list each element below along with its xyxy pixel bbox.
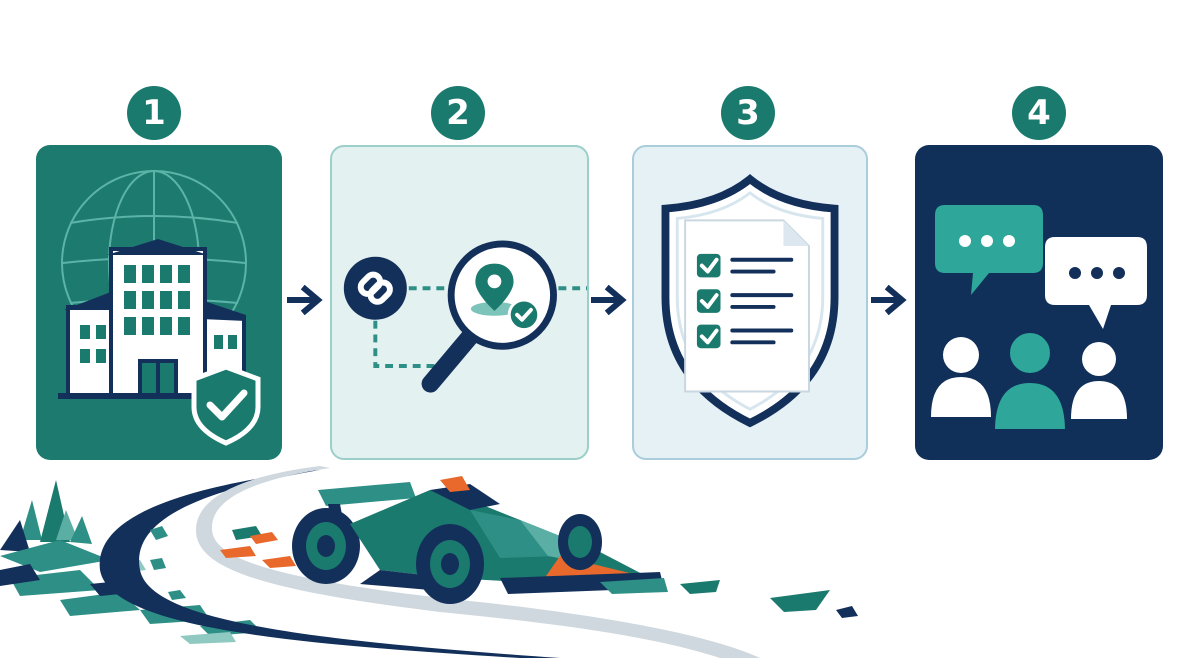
step-3-badge: 3 — [721, 86, 775, 140]
people-chat-icon — [931, 205, 1147, 433]
step-2-badge: 2 — [431, 86, 485, 140]
tree-decoration — [0, 480, 92, 552]
step-4-panel — [915, 145, 1163, 460]
flow-arrow-3 — [871, 280, 911, 320]
step-2-number: 2 — [446, 93, 470, 133]
step-1-number: 1 — [142, 93, 166, 133]
step-1-badge: 1 — [127, 86, 181, 140]
link-search-location-icon — [343, 240, 587, 393]
arrow-right-icon — [871, 284, 907, 316]
step-2-panel — [330, 145, 589, 460]
step-4-badge: 4 — [1012, 86, 1066, 140]
step-3-number: 3 — [736, 93, 760, 133]
step-4-number: 4 — [1027, 93, 1051, 133]
arrow-right-icon — [591, 284, 627, 316]
flow-arrow-1 — [287, 280, 327, 320]
race-car-icon — [0, 466, 858, 658]
arrow-right-icon — [287, 284, 323, 316]
building-globe-shield-icon — [58, 170, 261, 446]
race-car-body — [292, 476, 668, 604]
step-1-panel — [36, 145, 282, 460]
step-3-panel — [632, 145, 868, 460]
flow-arrow-2 — [591, 280, 631, 320]
shield-checklist-icon — [661, 174, 839, 428]
